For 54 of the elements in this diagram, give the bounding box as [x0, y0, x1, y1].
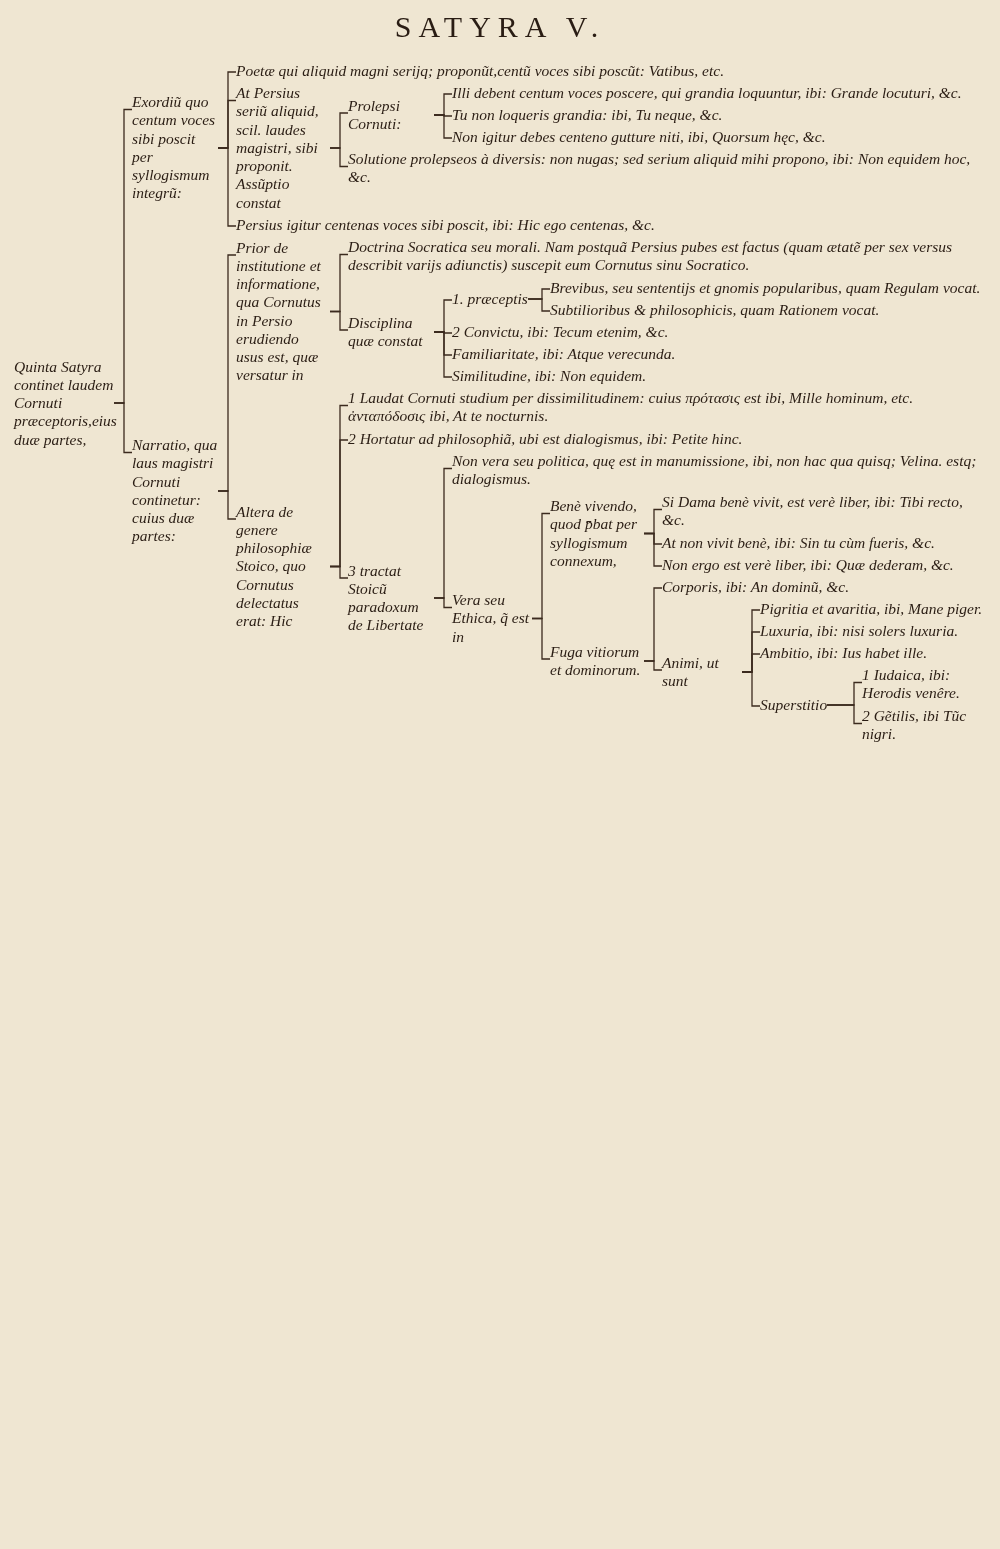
entry-text: Subtilioribus & philosophicis, quam Rationem vocat.	[550, 301, 986, 320]
page-title: SATYRA V.	[394, 10, 606, 44]
branch-label: Benè vivendo, quod p̄bat per syllogismum connexum,	[550, 497, 644, 571]
brace-connector	[643, 532, 663, 567]
brace-connector	[329, 147, 349, 168]
brace-connector	[433, 331, 453, 378]
entry-text: Similitudine, ibi: Non equidem.	[452, 367, 986, 386]
brace-connector	[527, 298, 551, 312]
branch-label: Altera de genere philosophiæ Stoico, quo Cornutus delectatus erat: Hic	[236, 502, 330, 631]
entry-text: 2 Convictu, ibi: Tecum etenim, &c.	[452, 323, 986, 342]
branch-label: Animi, ut sunt	[662, 653, 742, 691]
entry-text: Solutione prolepseos à diversis: non nugas; sed serium aliquid mihi propono, ibi: Non equidem hoc, &c.	[348, 150, 986, 187]
branch-label: Prolepsi Cornuti:	[348, 96, 434, 134]
branch-label: Exordiũ quo centum voces sibi poscit per syllogismum integrũ:	[132, 93, 218, 203]
entry-text: Luxuria, ibi: nisi solers luxuria.	[760, 622, 986, 641]
branch-label: Fuga vitiorum et dominorum.	[550, 642, 644, 680]
brace-connector	[329, 565, 349, 579]
branch-label: Vera seu Ethica, q̃ est in	[452, 591, 532, 646]
entry-text: Corporis, ibi: An dominũ, &c.	[662, 578, 986, 597]
branch-label: Narratio, qua laus magistri Cornuti continetur: cuius duæ partes:	[132, 436, 218, 546]
branch-label: 3 tractat Stoicũ paradoxum de Libertate	[348, 561, 434, 635]
brace-connector	[826, 704, 863, 725]
entry-text: Pigritia et avaritia, ibi, Mane piger.	[760, 600, 986, 619]
entry-text: Ambitio, ibi: Ius habet ille.	[760, 644, 986, 663]
entry-text: Non ergo est verè liber, ibi: Quæ dederam, &c.	[662, 556, 986, 575]
entry-text: 1 Iudaica, ibi: Herodis venêre.	[862, 666, 986, 703]
branch-label: 1. præceptis	[452, 290, 528, 309]
entry-text: Tu non loqueris grandia: ibi, Tu neque, &c.	[452, 106, 986, 125]
entry-text: 2 Gẽtilis, ibi Tũc nigri.	[862, 707, 986, 744]
brace-connector	[433, 597, 453, 609]
brace-connector	[329, 310, 349, 331]
entry-text: Non vera seu politica, quę est in manumissione, ibi, non hac qua quisq; Velina. estq; dialogismus.	[452, 452, 986, 489]
brace-connector	[217, 490, 237, 520]
entry-text: Non igitur debes centeno gutture niti, ibi, Quorsum hęc, &c.	[452, 128, 986, 147]
entry-text: Poetæ qui aliquid magni serijq; proponũt,centũ voces sibi poscũt: Vatibus, etc.	[236, 62, 986, 81]
entry-text: Si Dama benè vivit, est verè liber, ibi: Tibi recto, &c.	[662, 493, 986, 530]
entry-text: Brevibus, seu sententijs et gnomis popularibus, quam Regulam vocat.	[550, 279, 986, 298]
entry-text: Persius igitur centenas voces sibi poscit, ibi: Hic ego centenas, &c.	[236, 216, 986, 235]
entry-text: At non vivit benè, ibi: Sin tu cùm fueris, &c.	[662, 534, 986, 553]
branch-label: Superstitio	[760, 696, 828, 715]
entry-text: Familiaritate, ibi: Atque verecunda.	[452, 345, 986, 364]
brace-connector	[113, 402, 133, 454]
brace-connector	[741, 671, 761, 707]
brace-connector	[643, 660, 663, 671]
branch-label: Disciplina quæ constat	[348, 313, 434, 351]
entry-text: Illi debent centum voces poscere, qui grandia loquuntur, ibi: Grande locuturi, &c.	[452, 84, 986, 103]
branch-label: Prior de institutione et informatione, qua Cornutus in Persio erudiendo usus est, quæ versatur in	[236, 238, 330, 385]
brace-connector	[531, 617, 551, 660]
brace-connector	[433, 114, 453, 139]
branch-label: At Persius seriũ aliquid, scil. laudes magistri, sibi proponit. Assũptio constat	[236, 84, 330, 212]
entry-text: Doctrina Socratica seu morali. Nam postquã Persius pubes est factus (quam ætatẽ per sex versus describit varijs adiunctis) suscepit eum Cornutus sinu Socratico.	[348, 238, 986, 275]
entry-text: 2 Hortatur ad philosophiã, ubi est dialogismus, ibi: Petite hinc.	[348, 430, 986, 449]
brace-connector	[217, 147, 237, 227]
entry-text: 1 Laudat Cornuti studium per dissimilitudinem: cuius πρότασις est ibi, Mille hominum, etc. ἀνταπόδοσις ibi, At te nocturnis.	[348, 389, 986, 426]
